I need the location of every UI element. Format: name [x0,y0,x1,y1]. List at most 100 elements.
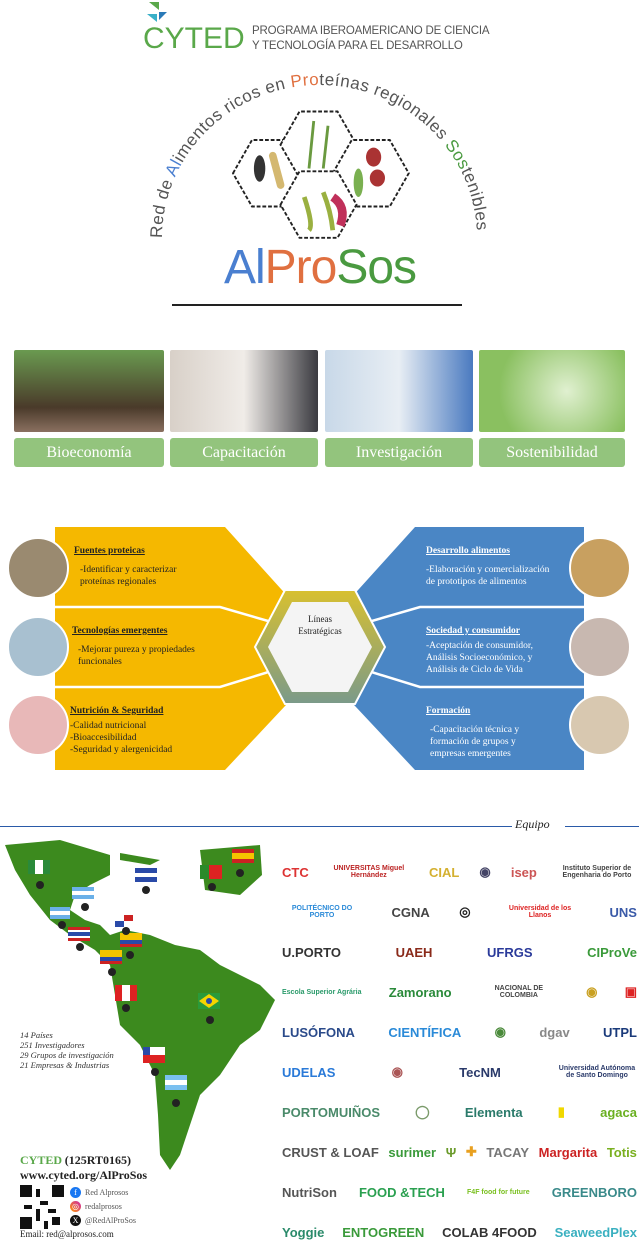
partner-logo: Escola Superior Agrária [282,988,362,996]
line-sociedad: Sociedad y consumidor-Aceptación de cons… [426,626,533,675]
partner-logo: ◉ [494,1024,506,1039]
partner-logo: GREENBORO [551,1184,637,1200]
line-tecnologias: Tecnologías emergentes-Mejorar pureza y … [72,626,195,667]
country-flags [28,849,254,1090]
training-photo-circle [569,694,631,756]
instagram-icon: ◎ [70,1200,81,1212]
partner-logo: NutriSon [282,1184,337,1200]
society-photo [569,616,631,678]
partner-logo: ENTOGREEN [342,1224,425,1240]
x-icon: X [70,1214,81,1226]
partner-logo: ◯ [415,1104,430,1119]
section-divider [565,826,639,827]
member-countries-map [5,840,275,1170]
technologies-photo [7,616,69,678]
partner-logo: Zamorano [388,984,452,1000]
partner-logo: Totis [606,1144,637,1160]
contact-block: CYTED (125RT0165) www.cyted.org/AlProSos… [20,1153,147,1239]
location-pins [36,869,244,1107]
line-desarrollo: Desarrollo alimentos-Elaboración y comer… [426,546,550,587]
partner-logo: UDELAS [282,1064,336,1080]
partner-logo: Margarita [538,1144,598,1160]
partner-logo: CGNA [391,904,430,920]
nutrition-photo [7,694,69,756]
logo-row: POLITÉCNICO DO PORTO CGNA ◎ Universidad de … [282,892,637,932]
partner-logo: CRUST & LOAF [282,1144,379,1160]
partner-logo: ▮ [557,1104,565,1119]
logo-row: Yoggie ENTOGREEN COLAB 4FOOD SeaweedPlex [282,1212,637,1252]
partner-logo: F4F food for future [467,1188,530,1196]
partner-logo: ◉ [391,1064,403,1079]
website-link[interactable]: www.cyted.org/AlProSos [20,1168,148,1182]
partner-logo: LUSÓFONA [282,1024,355,1040]
instagram-link[interactable]: ◎redalprosos [70,1200,122,1212]
section-divider [0,826,512,827]
pillar-sostenibilidad: Sostenibilidad [479,438,625,467]
cyted-mark-icon [147,2,167,22]
partner-logo: Elementa [464,1104,523,1120]
alprosos-acronym: AlProSos [223,241,417,294]
right-panel [340,527,584,770]
partner-logo: dgav [539,1024,570,1040]
partner-logo: Ψ [445,1144,457,1160]
partner-logo: COLAB 4FOOD [442,1224,537,1240]
left-panel [55,527,300,770]
qr-code[interactable] [20,1185,64,1229]
partner-logo: isep [510,864,537,880]
alprosos-emblem: Red de Alimentos ricos en Proteínas regi… [147,70,492,239]
partner-logo: agaca [600,1104,637,1120]
partner-logo: CIProVe [587,944,637,960]
pillar-capacitacion: Capacitación [170,438,318,467]
logo-row: CRUST & LOAF surimer Ψ ✚ TACAY Margarita Totis [282,1132,637,1172]
partner-logo: Yoggie [282,1224,325,1240]
partner-logo: ◎ [459,904,471,919]
research-photo [325,350,473,432]
logo-row: Escola Superior Agrária Zamorano NACIONAL … [282,972,637,1012]
sustainability-photo [479,350,625,432]
partner-logo: Universidad Autónoma de Santo Domingo [558,1065,636,1079]
protein-sources-photo [7,537,69,599]
program-line: PROGRAMA IBEROAMERICANO DE CIENCIA [252,25,490,37]
partner-logo: U.PORTO [282,944,341,960]
partner-logo: Universidad de los Llanos [508,905,572,919]
partner-logo: POLITÉCNICO DO PORTO [291,905,353,919]
strategic-lines-diagram [7,527,631,770]
logo-row: UDELAS ◉ TecNM Universidad Autónoma de Sant… [282,1052,637,1092]
x-link[interactable]: X@RedAlProSos [70,1213,136,1227]
partner-logo: ▣ [624,984,637,999]
cyted-logo-text: CYTED [143,22,245,55]
bioeconomy-photo [14,350,164,432]
partner-logo: UFRGS [487,944,533,960]
partner-logo: ✚ [465,1144,477,1159]
partner-logo: NACIONAL DE COLOMBIA [494,985,544,999]
logo-row: LUSÓFONA CIENTÍFICA ◉ dgav UTPL [282,1012,637,1052]
partner-logo: FOOD &TECH [358,1184,445,1200]
program-title: PROGRAMA IBEROAMERICANO DE CIENCIA Y TECN… [252,24,489,54]
email-text[interactable]: Email: red@alprosos.com [20,1229,114,1239]
partner-logo: surimer [388,1144,437,1160]
partner-logo: Instituto Superior de Engenharia do Port… [562,865,632,879]
project-code: (125RT0165) [64,1153,132,1167]
food-development-photo [569,537,631,599]
training-photo [170,350,318,432]
hexagon-images [231,110,410,239]
logo-row: NutriSon FOOD &TECH F4F food for future GRE… [282,1172,637,1212]
partner-logo: TACAY [486,1144,530,1160]
partner-logo: TecNM [459,1064,501,1080]
partner-logo: CTC [282,864,309,880]
partner-logo: SeaweedPlex [554,1224,637,1240]
partner-logo: PORTOMUIÑOS [282,1104,380,1120]
divider [172,304,462,306]
partner-logo: CIENTÍFICA [388,1024,462,1040]
program-line: Y TECNOLOGÍA PARA EL DESARROLLO [252,40,463,52]
partner-logo: UNS [609,904,637,920]
partner-logo: UTPL [603,1024,637,1040]
facebook-icon: f [70,1186,81,1198]
partner-logo: ◉ [479,864,491,879]
